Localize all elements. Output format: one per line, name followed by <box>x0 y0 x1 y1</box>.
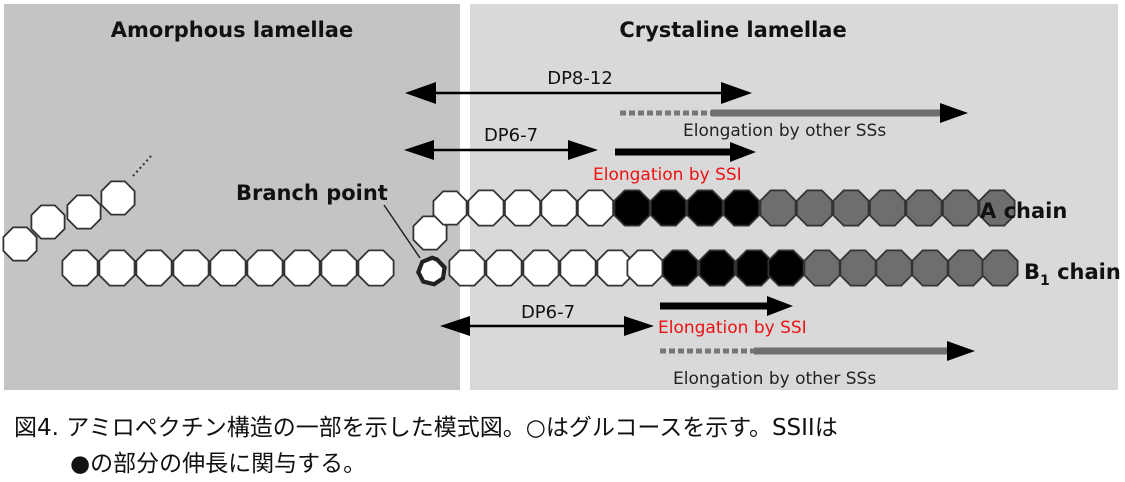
glucose-gray <box>947 249 985 287</box>
glucose-white <box>66 194 102 230</box>
glucose-gray <box>875 249 913 287</box>
dp6-7-arrow-bottom <box>440 316 654 336</box>
a-chain <box>412 189 1016 251</box>
glucose-white <box>246 249 284 287</box>
elongation-ssi-arrow-top <box>615 142 756 162</box>
crystalline-lamellae-label: Crystaline lamellae <box>619 18 846 42</box>
figure-caption-line1: 図4. アミロペクチン構造の一部を示した模式図。○はグルコースを示す。SSIIは <box>14 415 838 441</box>
glucose-white <box>2 226 38 262</box>
glucose-white <box>559 249 597 287</box>
glucose-white <box>503 189 541 227</box>
elongation-ssi-label-bottom: Elongation by SSI <box>658 318 807 338</box>
glucose-gray <box>978 189 1016 227</box>
amorphous-lamellae-label: Amorphous lamellae <box>111 18 353 42</box>
glucose-white <box>522 249 560 287</box>
elongation-other-ss-arrow-top <box>620 103 968 123</box>
glucose-white <box>432 190 468 226</box>
dp6-7-label-bottom: DP6-7 <box>521 302 575 323</box>
glucose-white <box>100 180 136 216</box>
glucose-white <box>626 249 664 287</box>
glucose-gray <box>803 249 841 287</box>
glucose-black <box>686 189 724 227</box>
dp6-7-label-top: DP6-7 <box>484 125 538 146</box>
dp8-12-label: DP8-12 <box>547 68 613 89</box>
glucose-white <box>577 189 614 227</box>
glucose-white <box>596 249 634 287</box>
branch-point-pointer <box>383 204 421 259</box>
glucose-white <box>320 249 358 287</box>
dp8-12-arrow <box>405 82 752 104</box>
glucose-white <box>467 189 505 227</box>
glucose-gray <box>796 189 833 227</box>
glucose-gray <box>869 189 906 227</box>
glucose-black <box>613 189 651 227</box>
figure-caption-line2: ●の部分の伸長に関与する。 <box>70 451 367 477</box>
glucose-gray <box>759 189 797 227</box>
amorphous-lamellae-region <box>4 4 460 390</box>
glucose-black <box>723 189 760 227</box>
glucose-white <box>485 249 523 287</box>
glucose-gray <box>911 249 949 287</box>
glucose-black <box>661 249 699 287</box>
glucose-gray <box>942 189 979 227</box>
glucose-white <box>30 204 66 240</box>
glucose-white <box>98 249 136 287</box>
glucose-white <box>540 189 578 227</box>
dp6-7-arrow-top <box>404 140 598 160</box>
glucose-white <box>448 249 486 287</box>
b1-chain-label: B1 chain <box>1024 260 1121 289</box>
glucose-white <box>172 249 210 287</box>
b1-chain <box>61 249 1019 287</box>
elongation-ssi-arrow-bottom <box>660 296 793 316</box>
glucose-black <box>767 249 805 287</box>
glucose-gray <box>981 249 1019 287</box>
left-branch-chain <box>2 180 136 262</box>
glucose-black <box>735 249 773 287</box>
glucose-white <box>283 249 321 287</box>
glucose-gray <box>839 249 877 287</box>
glucose-white <box>209 249 247 287</box>
elongation-other-ss-arrow-bottom <box>660 341 975 361</box>
branch-point-label: Branch point <box>236 181 388 205</box>
elongation-other-ss-label-bottom: Elongation by other SSs <box>673 369 876 389</box>
glucose-black <box>698 249 736 287</box>
a-chain-label: A chain <box>980 199 1067 223</box>
glucose-gray <box>905 189 943 227</box>
glucose-white <box>135 249 173 287</box>
glucose-white <box>357 249 395 287</box>
glucose-gray <box>832 189 870 227</box>
branch-point-glucose <box>415 255 447 287</box>
glucose-black <box>650 189 687 227</box>
glucose-white <box>61 249 99 287</box>
elongation-ssi-label-top: Elongation by SSI <box>593 165 742 185</box>
elongation-other-ss-label-top: Elongation by other SSs <box>683 121 886 141</box>
